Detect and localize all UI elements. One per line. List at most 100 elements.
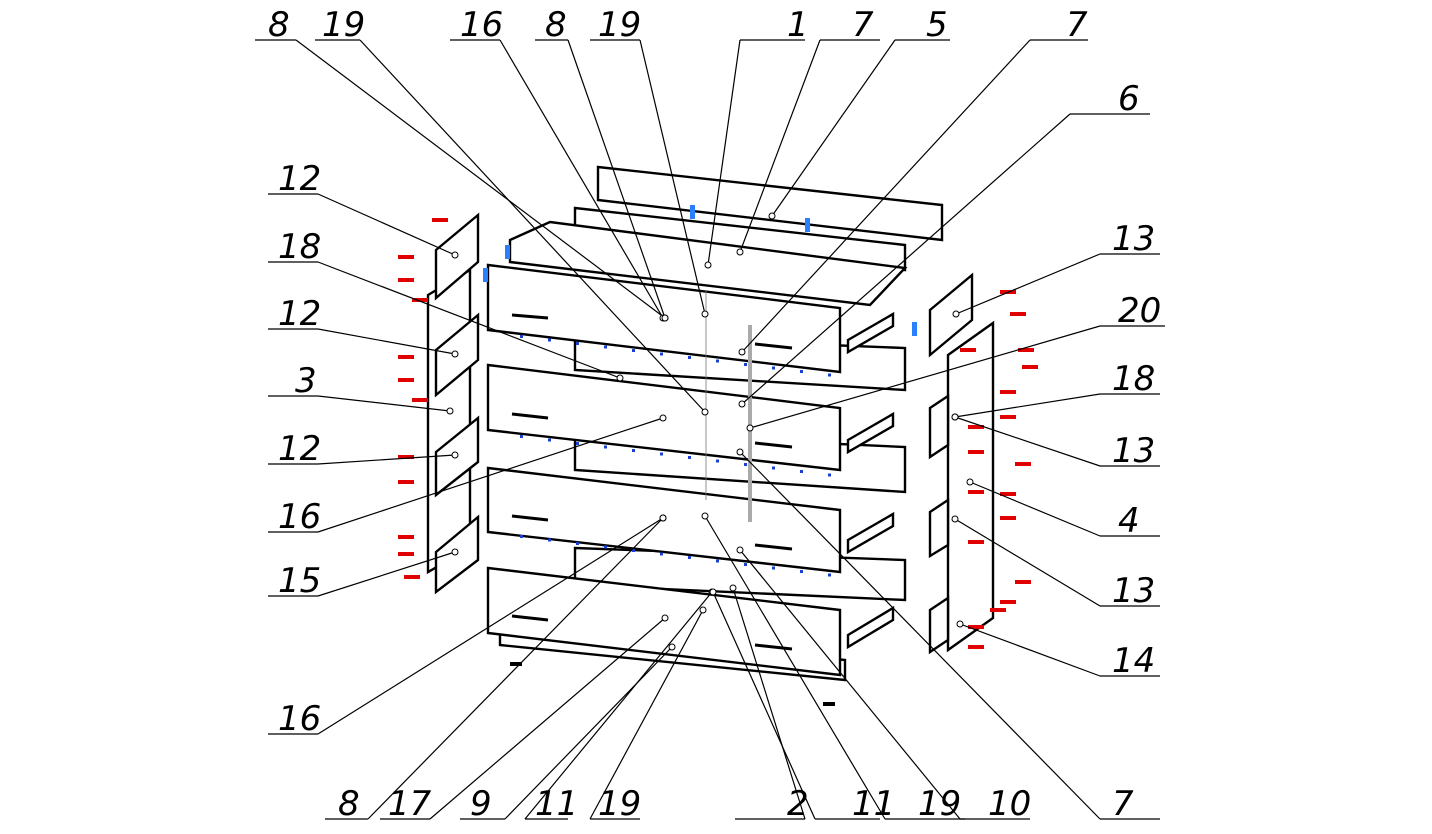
leader-line — [959, 623, 1101, 677]
leader-line — [954, 393, 1101, 418]
bracket-icon — [483, 268, 488, 282]
leader-line — [954, 416, 1101, 467]
callout-number: 3 — [295, 361, 317, 401]
leader-target — [729, 584, 737, 592]
callout-number: 20 — [1118, 291, 1161, 331]
leader-line — [317, 417, 664, 533]
handle-4 — [511, 614, 793, 651]
foot-icon — [510, 662, 522, 666]
leader-target — [709, 588, 717, 596]
leader-target — [768, 212, 776, 220]
leader-line — [732, 587, 806, 820]
callout-number: 18 — [1112, 359, 1155, 399]
callout-number: 19 — [598, 5, 641, 45]
callout-number: 12 — [278, 294, 321, 334]
leader-line — [295, 39, 666, 319]
dowel-icon — [716, 359, 719, 363]
callout-number: 19 — [918, 784, 961, 824]
dowel-icon — [660, 452, 663, 456]
leader-target — [659, 514, 667, 522]
dowel-icon — [576, 342, 579, 345]
dowel-icon — [604, 345, 607, 349]
screw-icon — [1000, 600, 1016, 604]
leader-line — [317, 551, 456, 597]
dowel-icon — [548, 438, 551, 442]
leader-target — [699, 606, 707, 614]
dowel-icon — [520, 335, 523, 338]
leader-target — [951, 413, 959, 421]
leader-line — [317, 395, 451, 412]
callout-number: 19 — [322, 5, 365, 45]
dowel-icon — [520, 535, 523, 538]
leader-target — [446, 407, 454, 415]
right-rail-3 — [928, 497, 950, 559]
screw-icon — [412, 298, 428, 302]
leader-line — [954, 518, 1101, 607]
leader-line — [567, 39, 666, 319]
callout-number: 7 — [1066, 5, 1088, 45]
left-side-panel — [426, 267, 472, 575]
leader-target — [701, 512, 709, 520]
foot-icon — [823, 702, 835, 706]
screw-icon — [1000, 390, 1016, 394]
runner-3 — [846, 511, 895, 555]
leader-target — [746, 424, 754, 432]
leader-line — [359, 39, 706, 413]
dowel-icon — [688, 556, 691, 559]
screw-icon — [398, 355, 414, 359]
right-rail-2 — [928, 393, 950, 460]
dowel-icon — [520, 435, 523, 438]
dowel-icon — [688, 456, 691, 459]
runner-1 — [846, 311, 895, 355]
leader-target — [668, 643, 676, 651]
runner-4 — [846, 605, 895, 650]
screw-icon — [990, 608, 1006, 612]
dowel-icon — [576, 542, 579, 545]
leader-target — [659, 414, 667, 422]
dowel-icon — [800, 470, 803, 473]
bracket-icon — [912, 322, 917, 336]
bracket-icon — [690, 205, 695, 219]
screw-icon — [1010, 312, 1026, 316]
screw-icon — [968, 540, 984, 544]
screw-icon — [398, 535, 414, 539]
screw-icon — [1000, 492, 1016, 496]
callout-number: 17 — [388, 784, 432, 824]
callout-number: 18 — [278, 227, 321, 267]
leader-target — [738, 400, 746, 408]
screw-icon — [404, 575, 420, 579]
leader-line — [704, 515, 886, 820]
leader-target — [966, 478, 974, 486]
callout-number: 1 — [787, 5, 809, 45]
dowel-icon — [828, 573, 831, 577]
leader-line — [499, 39, 664, 319]
leader-line — [955, 253, 1101, 315]
callout-number: 13 — [1112, 571, 1155, 611]
runner-2 — [846, 411, 895, 455]
leader-line — [317, 328, 456, 355]
screw-icon — [1022, 365, 1038, 369]
leader-line — [317, 261, 621, 379]
right-side-panel — [946, 320, 995, 653]
callout-number: 6 — [1118, 79, 1140, 119]
dowel-icon — [604, 545, 607, 549]
leader-line — [589, 609, 704, 820]
callout-number: 16 — [278, 699, 321, 739]
dowel-icon — [632, 449, 635, 452]
dowel-icon — [828, 373, 831, 377]
callout-number: 14 — [1112, 641, 1155, 681]
callout-number: 10 — [988, 784, 1031, 824]
leader-line — [317, 517, 664, 735]
screw-icon — [1000, 516, 1016, 520]
callout-number: 7 — [1112, 784, 1134, 824]
leader-line — [741, 113, 1071, 405]
dowel-icon — [772, 366, 775, 370]
leader-line — [639, 39, 706, 315]
leader-line — [707, 39, 741, 266]
right-rail-4 — [928, 595, 950, 655]
leader-line — [741, 39, 1031, 353]
callout-number: 11 — [535, 784, 578, 824]
leader-target — [738, 348, 746, 356]
